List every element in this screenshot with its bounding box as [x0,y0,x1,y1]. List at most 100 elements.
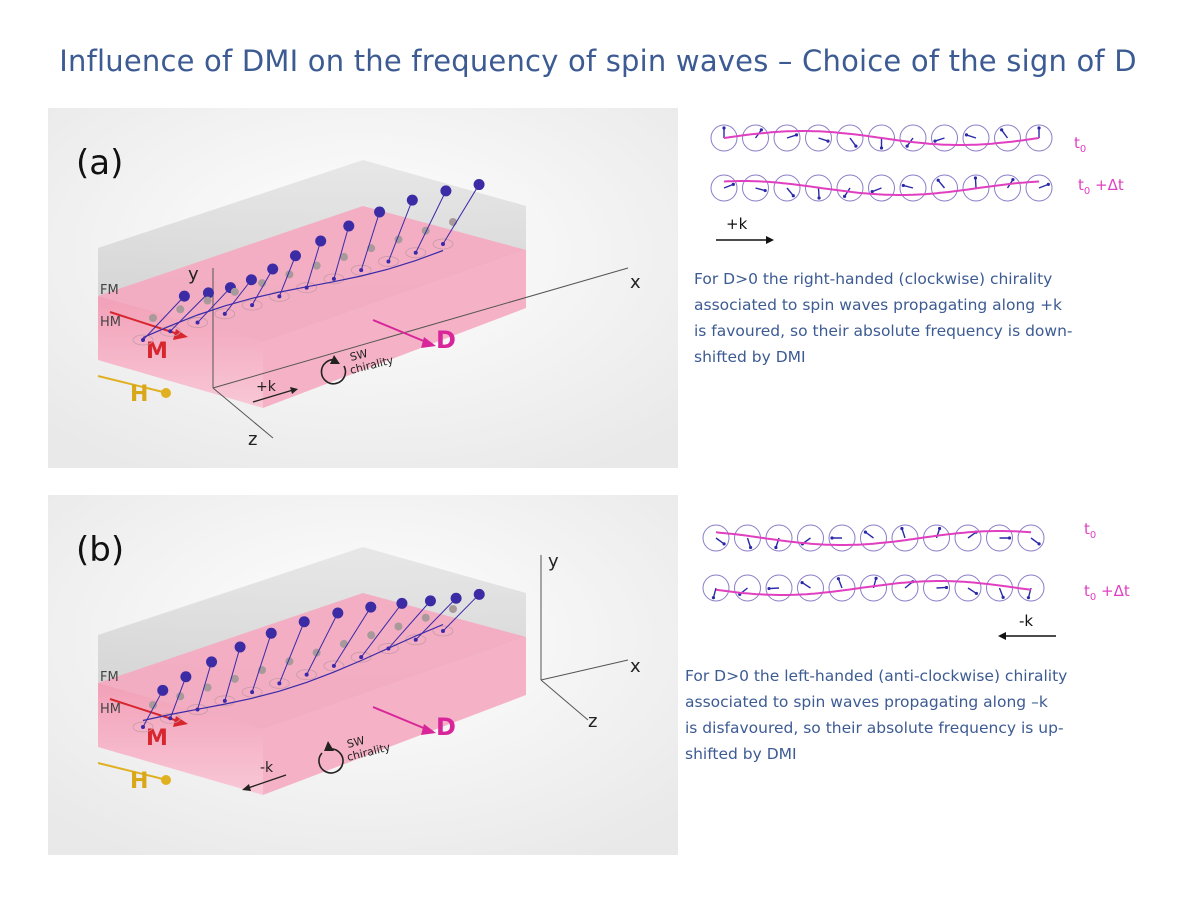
k-arrow-label: +k [726,215,748,233]
spin-stick [197,287,231,323]
panel-b-diagram: y x z FM HM M H D -k SW chirality (b) [48,495,678,855]
spin-circle [954,524,982,552]
precession-ring [432,238,454,250]
spin-arrow [723,183,734,189]
spin-circle [1017,524,1045,552]
spin-arrow-tip [711,596,716,600]
d-arrowhead [421,724,436,735]
x-axis-label: x [630,656,641,677]
spin-circle [899,174,927,202]
chirality-arrowhead-icon [324,741,334,751]
precession-ring [350,651,372,663]
spin-arrow [1001,129,1009,139]
wave-envelope [715,530,1032,546]
spin-stick [169,676,187,719]
spin-stick [169,292,209,332]
spin-circle [962,124,990,152]
precession-ring [241,299,263,311]
spin-ball [374,206,386,218]
spin-circle [828,524,856,552]
spin-arrow [937,179,946,189]
spin-arrow-tip [842,194,847,199]
spin-stick [333,225,350,280]
spin-circle [1025,124,1053,152]
spin-arrow-tip [830,536,834,540]
spin-circle [702,524,730,552]
spin-arrow [934,137,945,142]
m-label: M [146,726,168,751]
d-arrowhead [421,337,436,348]
spin-stick [306,240,322,288]
spin-chain [132,588,485,733]
wave-envelope [723,130,1040,146]
h-label: H [130,769,148,794]
t0-label: t0 [1074,134,1086,155]
z-axis-label: z [588,711,597,732]
spin-circle [805,174,832,202]
fm-label: FM [100,670,119,685]
spin-arrow-tip [974,591,979,596]
hm-label: HM [100,702,121,717]
spin-arrow-tip [763,188,767,193]
spin-stick [224,279,252,315]
precession-ring [187,317,208,328]
spin-arrow-tip [901,183,905,188]
spin-stick [442,184,480,245]
m-arrowhead [173,716,188,727]
spin-base [195,320,200,325]
k-direction-arrowhead [998,632,1006,640]
precession-ring [132,721,154,733]
precession-ring [350,264,372,276]
spin-circle [773,124,801,152]
wave-envelope [723,180,1040,196]
spin-base [277,681,282,686]
spin-arrow-tip [1037,542,1041,546]
shadow-ball [339,252,348,261]
spin-stick [333,606,372,667]
spin-base [250,690,255,695]
precession-ring [268,677,290,689]
spin-arrow [818,137,829,142]
t0-dt-label: t0 +Δt [1078,176,1124,197]
spin-circle [994,174,1021,202]
spin-base [386,259,391,264]
k-arrowhead [290,387,298,394]
spin-stick [360,603,403,658]
spin-circle [710,124,738,152]
spin-arrow-tip [748,545,753,550]
spin-arrow-tip [900,526,904,531]
spin-circle [868,124,895,152]
description-line: For D>0 the left-handed (anti-clockwise)… [685,667,1068,685]
spin-circle [765,574,793,602]
panel-a-spin-rows: t0 t0 +Δt +k [710,124,1124,244]
spin-arrow-tip [1011,177,1015,182]
spin-ball [315,235,327,247]
shadow-ball [149,314,157,322]
precession-ring [214,308,236,320]
precession-ring [268,290,290,302]
spin-circle [954,574,982,602]
spin-base [277,294,282,299]
panel-a-description: For D>0 the right-handed (clockwise) chi… [694,266,1073,370]
fm-layer-front [98,296,263,408]
spin-arrow-tip [722,126,726,130]
spin-arrow [903,184,914,189]
spin-circle [742,124,769,152]
k-arrow [252,389,294,403]
precession-ring [296,282,318,294]
fm-layer-top [98,593,526,729]
spin-base [331,663,336,668]
k-arrowhead [242,784,251,791]
precession-ring [405,634,427,646]
shadow-ball [421,226,430,235]
shadow-ball [203,296,212,305]
spin-arrow [1038,183,1049,189]
spin-arrow-tip [863,530,868,534]
spin-arrow-tip [1037,126,1041,130]
spin-base [222,698,227,703]
z-axis [212,387,274,439]
panel-a-diagram: y x z FM HM M H D +k SW chirality (a) [48,108,678,468]
spin-arrow [837,578,843,589]
spin-base [168,716,173,721]
spin-circle [710,174,738,202]
